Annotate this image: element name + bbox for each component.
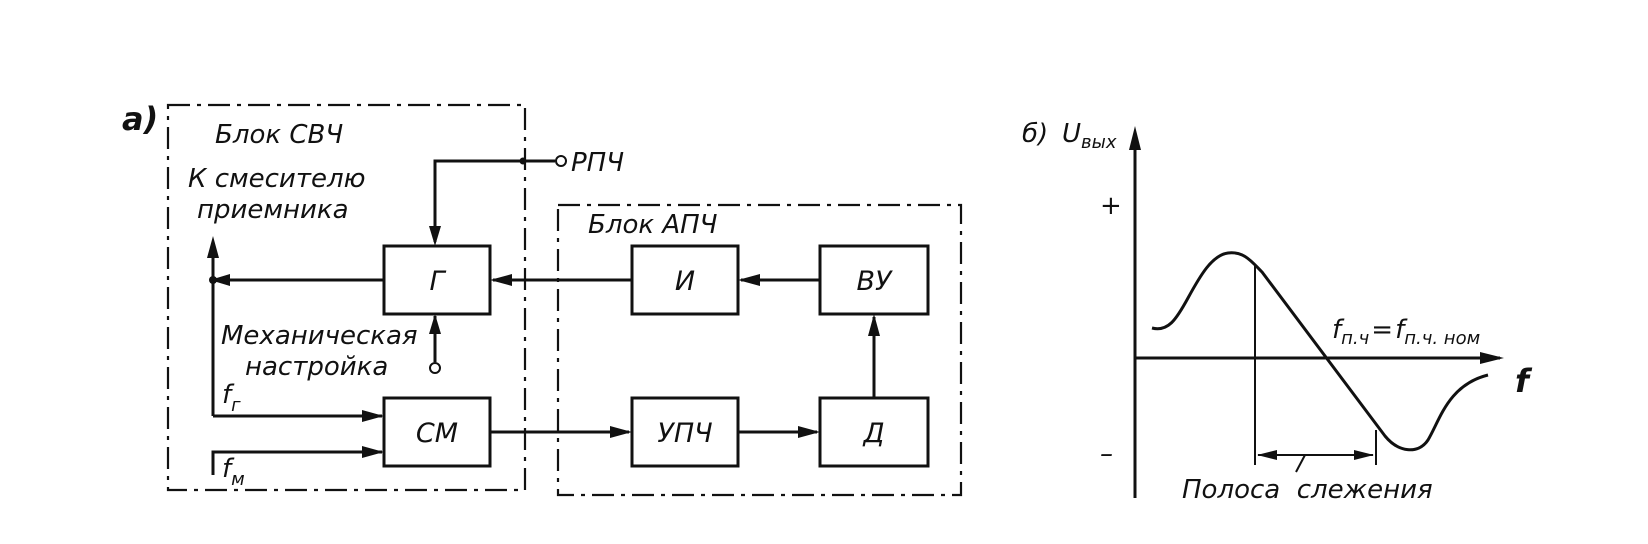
box-generator: Г <box>382 244 492 316</box>
apch-block-outline <box>556 203 963 497</box>
y-axis <box>1129 126 1141 498</box>
nominal-if-equation: fп.ч=fп.ч. ном <box>1332 315 1480 349</box>
detector-to-output-device-line <box>868 314 880 398</box>
fm-label: fм <box>222 454 245 490</box>
fg-label: fг <box>222 380 241 416</box>
box-generator-label: Г <box>429 266 446 297</box>
svch-block-outline <box>166 103 527 492</box>
panel-a: а) Блок СВЧ Блок АПЧ К смесителю приемни… <box>122 100 963 497</box>
fg-to-mixer-line <box>213 410 384 422</box>
x-axis <box>1135 352 1504 364</box>
mixer-to-if-amp-line <box>490 426 632 438</box>
tracking-band-label: Полоса слежения <box>1182 475 1433 505</box>
minus-marker: – <box>1100 439 1113 469</box>
integrator-to-generator-line <box>490 274 632 286</box>
mechanical-tuning-label-line2: настройка <box>245 352 388 382</box>
box-output-device-label: ВУ <box>857 266 894 297</box>
box-integrator: И <box>630 244 740 316</box>
x-axis-label: f <box>1515 362 1533 400</box>
tracking-band-arrow <box>1257 450 1374 473</box>
if-amp-to-detector-line <box>738 426 820 438</box>
rpch-input-line <box>429 155 567 246</box>
plus-marker: + <box>1100 191 1122 221</box>
svch-block-title: Блок СВЧ <box>215 120 343 150</box>
to-mixer-label-line1: К смесителю <box>188 164 365 194</box>
output-device-to-integrator-line <box>738 274 820 286</box>
panel-b: б) Uвых f + – Полоса слежения fп.ч=fп.ч.… <box>1022 119 1533 505</box>
box-detector: Д <box>818 396 930 468</box>
box-mixer: СМ <box>382 396 492 468</box>
box-mixer-label: СМ <box>416 418 458 449</box>
discriminator-curve <box>1151 251 1489 452</box>
rpch-label: РПЧ <box>571 148 624 178</box>
to-mixer-label-line2: приемника <box>197 195 349 225</box>
box-if-amplifier: УПЧ <box>630 396 740 468</box>
apch-block-title: Блок АПЧ <box>588 210 718 240</box>
box-if-amplifier-label: УПЧ <box>657 418 712 449</box>
fm-to-mixer-line <box>211 446 384 475</box>
mechanical-tuning-line <box>429 314 441 374</box>
panel-a-tag: а) <box>122 100 158 138</box>
mechanical-tuning-label-line1: Механическая <box>221 321 418 351</box>
y-axis-label: Uвых <box>1062 119 1117 153</box>
box-output-device: ВУ <box>818 244 930 316</box>
box-integrator-label: И <box>675 266 695 297</box>
panel-b-tag: б) <box>1022 119 1048 149</box>
box-detector-label: Д <box>862 418 884 449</box>
generator-output-line <box>209 274 384 286</box>
left-bus <box>207 236 219 416</box>
